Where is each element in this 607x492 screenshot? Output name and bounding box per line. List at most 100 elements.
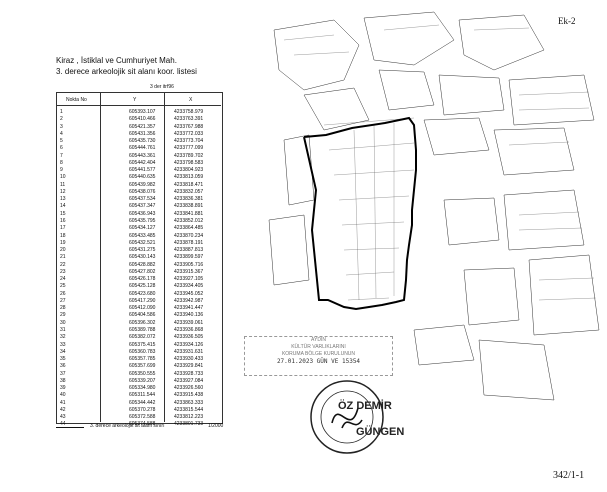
cell-x: 4233899.597: [174, 254, 204, 261]
parcel-block: [528, 254, 600, 336]
cell-x: 4233838.891: [174, 203, 204, 210]
annex-label: Ek-2: [558, 16, 576, 26]
parcel-block: [363, 11, 455, 66]
boundary-line-sample: [56, 427, 84, 428]
cell-no: 4: [60, 130, 63, 137]
cell-no: 12: [60, 188, 66, 195]
page-number: 342/1-1: [553, 470, 585, 481]
cell-x: 4233930.433: [174, 356, 204, 363]
cell-x: 4233905.716: [174, 261, 204, 268]
cell-x: 4233928.733: [174, 370, 204, 377]
header-x: X: [189, 97, 193, 103]
cell-no: 39: [60, 385, 66, 392]
cell-x: 4233836.381: [174, 196, 204, 203]
cell-x: 4233931.631: [174, 348, 204, 355]
parcel-block: [443, 197, 500, 246]
cell-y: 605436.943: [129, 210, 156, 217]
cell-x: 4233763.391: [174, 116, 204, 123]
cell-y: 605357.785: [129, 356, 156, 363]
cell-x: 4233941.447: [174, 305, 204, 312]
cell-no: 2: [60, 116, 63, 123]
cell-x: 4233832.057: [174, 188, 204, 195]
cell-no: 32: [60, 334, 66, 341]
cell-no: 18: [60, 232, 66, 239]
cell-no: 28: [60, 305, 66, 312]
cell-y: 605375.415: [129, 341, 156, 348]
table-row: 41 605344.442 4233863.333: [56, 400, 221, 407]
cell-y: 605339.207: [129, 377, 156, 384]
cell-y: 605430.143: [129, 254, 156, 261]
cell-x: 4233878.191: [174, 239, 204, 246]
table-divider: [164, 92, 165, 422]
cell-x: 4233804.923: [174, 167, 204, 174]
cell-y: 605441.577: [129, 167, 156, 174]
cell-x: 4233813.059: [174, 174, 204, 181]
cell-no: 35: [60, 356, 66, 363]
cell-x: 4233841.881: [174, 210, 204, 217]
parcel-block: [423, 117, 490, 156]
cell-no: 5: [60, 138, 63, 145]
cell-y: 605425.128: [129, 283, 156, 290]
cell-x: 4233915.367: [174, 268, 204, 275]
sit-boundary: [303, 116, 417, 311]
cell-x: 4233801.733: [174, 421, 204, 428]
cell-y: 605431.275: [129, 247, 156, 254]
cell-y: 605432.521: [129, 239, 156, 246]
cell-no: 30: [60, 319, 66, 326]
document-title: Kiraz , İstiklal ve Cumhuriyet Mah. 3. d…: [56, 55, 197, 77]
cell-x: 4233927.084: [174, 377, 204, 384]
cell-y: 605437.347: [129, 203, 156, 210]
table-divider: [100, 92, 101, 422]
parcel-block: [493, 127, 575, 176]
cell-no: 9: [60, 167, 63, 174]
parcel-block: [413, 324, 475, 366]
cell-y: 605434.127: [129, 225, 156, 232]
cell-y: 605443.361: [129, 152, 156, 159]
cell-x: 4233934.126: [174, 341, 204, 348]
cell-x: 4233852.012: [174, 217, 204, 224]
cell-no: 11: [60, 181, 66, 188]
cell-y: 605344.442: [129, 399, 156, 406]
stamp-line: KORUMA BÖLGE KURULUNUN: [281, 351, 356, 357]
cell-no: 24: [60, 276, 66, 283]
cell-x: 4233773.704: [174, 138, 204, 145]
cell-x: 4233915.438: [174, 392, 204, 399]
cell-x: 4233945.052: [174, 290, 204, 297]
parcel-block: [463, 267, 520, 326]
parcel-block: [283, 134, 315, 206]
cell-no: 26: [60, 290, 66, 297]
stamp-decision: 27.01.2023 GÜN VE 15354: [245, 358, 392, 365]
table-row: 35 605357.785 4233930.433: [56, 356, 221, 363]
cell-x: 4233939.061: [174, 319, 204, 326]
cell-no: 41: [60, 399, 66, 406]
cell-no: 3: [60, 123, 63, 130]
cell-x: 4233936.505: [174, 334, 204, 341]
cell-x: 4233767.988: [174, 123, 204, 130]
stamp-line: KÜLTÜR VARLIKLARINI: [291, 344, 346, 350]
table-row: 15 605436.943 4233841.881: [56, 211, 221, 218]
cell-x: 4233934.405: [174, 283, 204, 290]
parcel-lines: [283, 24, 597, 301]
cell-y: 605311.544: [129, 392, 156, 399]
cell-x: 4233863.333: [174, 399, 204, 406]
committee-stamp: AYDIN KÜLTÜR VARLIKLARINI KORUMA BÖLGE K…: [244, 336, 393, 376]
table-row: 9 605441.577 4233804.923: [56, 167, 221, 174]
cell-no: 15: [60, 210, 66, 217]
cell-y: 605370.278: [129, 406, 156, 413]
cell-x: 4233798.583: [174, 159, 204, 166]
